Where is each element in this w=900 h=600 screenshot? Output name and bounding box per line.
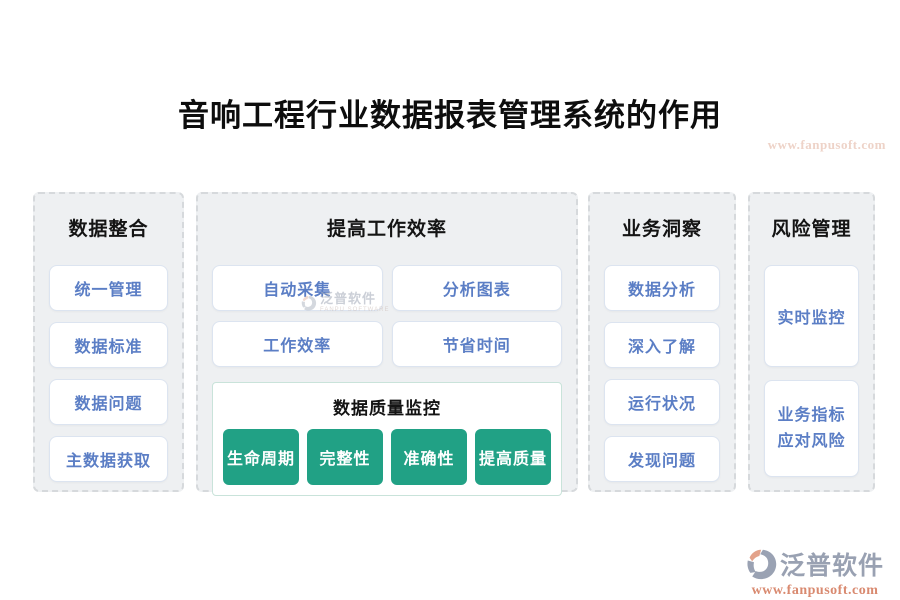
panel-risk-management: 风险管理 实时监控 业务指标 应对风险 — [748, 192, 875, 492]
panel-work-efficiency: 提高工作效率 自动采集 分析图表 工作效率 节省时间 数据质量监控 生命周期 完… — [196, 192, 578, 496]
chip-unified-management: 统一管理 — [49, 265, 168, 311]
panel-business-insight: 业务洞察 数据分析 深入了解 运行状况 发现问题 — [588, 192, 736, 492]
chip-completeness: 完整性 — [307, 429, 383, 485]
footer-brand-block: 泛普软件 www.fanpusoft.com — [746, 546, 884, 599]
panel-work-efficiency-header: 提高工作效率 — [326, 219, 447, 240]
chip-data-standard: 数据标准 — [49, 322, 168, 368]
fanpu-logo-icon — [746, 548, 778, 580]
chip-work-efficiency: 工作效率 — [212, 321, 383, 367]
footer-brand-url: www.fanpusoft.com — [751, 583, 879, 598]
chip-business-indicators-risk: 业务指标 应对风险 — [764, 380, 859, 477]
center-watermark-subtitle: FANPU SOFTWARE — [320, 307, 390, 313]
chip-realtime-monitoring: 实时监控 — [764, 265, 859, 367]
fanpu-watermark-icon — [301, 295, 317, 311]
chip-analysis-charts: 分析图表 — [391, 265, 562, 311]
chip-find-problems: 发现问题 — [604, 436, 720, 482]
subpanel-data-quality-monitoring: 数据质量监控 生命周期 完整性 准确性 提高质量 — [212, 382, 562, 496]
top-right-watermark: www.fanpusoft.com — [767, 137, 886, 152]
panel-risk-management-header: 风险管理 — [771, 219, 852, 240]
subpanel-header: 数据质量监控 — [333, 399, 441, 418]
panel-data-integration: 数据整合 统一管理 数据标准 数据问题 主数据获取 — [33, 192, 184, 492]
chip-data-analysis: 数据分析 — [604, 265, 720, 311]
chip-master-data-acquisition: 主数据获取 — [49, 436, 168, 482]
chip-auto-collection: 自动采集 — [212, 265, 383, 311]
page-title: 音响工程行业数据报表管理系统的作用 — [178, 98, 722, 133]
efficiency-card-grid: 自动采集 分析图表 工作效率 节省时间 — [212, 265, 562, 367]
panel-business-insight-header: 业务洞察 — [621, 219, 702, 240]
chip-operation-status: 运行状况 — [604, 379, 720, 425]
center-watermark-brand: 泛普软件 — [320, 291, 377, 306]
quality-button-row: 生命周期 完整性 准确性 提高质量 — [223, 429, 551, 485]
footer-brand-name: 泛普软件 — [779, 552, 884, 580]
chip-deep-understanding: 深入了解 — [604, 322, 720, 368]
chip-lifecycle: 生命周期 — [223, 429, 299, 485]
chip-save-time: 节省时间 — [391, 321, 562, 367]
footer-brand-row: 泛普软件 — [746, 546, 884, 582]
chip-improve-quality: 提高质量 — [475, 429, 551, 485]
center-watermark: 泛普软件 FANPU SOFTWARE — [301, 292, 389, 313]
panel-data-integration-header: 数据整合 — [68, 219, 149, 240]
chip-accuracy: 准确性 — [391, 429, 467, 485]
chip-data-issues: 数据问题 — [49, 379, 168, 425]
center-watermark-text: 泛普软件 FANPU SOFTWARE — [320, 292, 389, 313]
